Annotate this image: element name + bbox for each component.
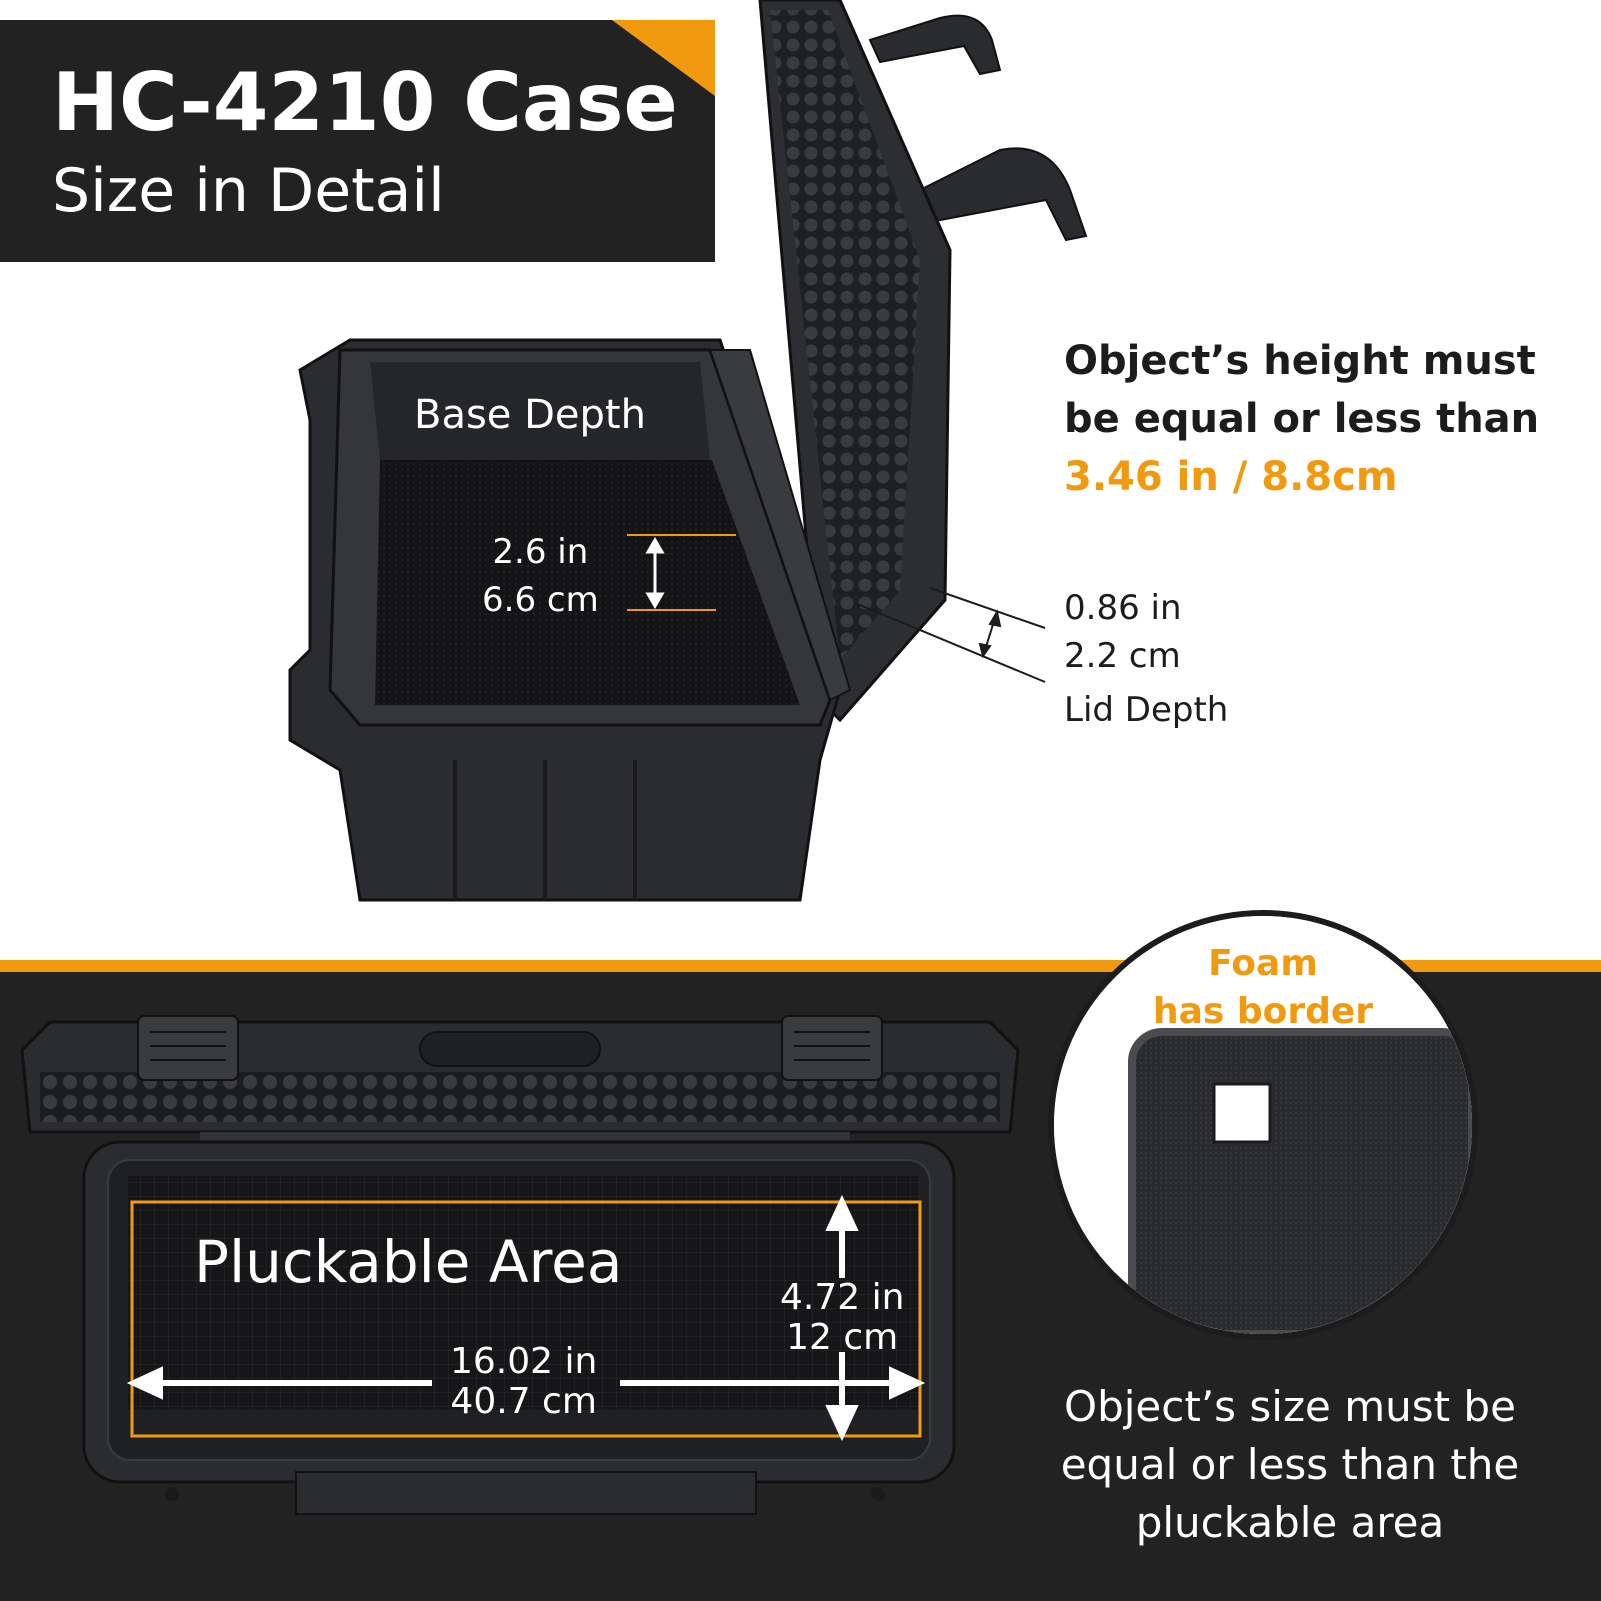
pluckable-height-value: 4.72 in 12 cm — [780, 1278, 904, 1358]
base-depth-cm: 6.6 cm — [482, 580, 599, 620]
pluckable-height-cm: 12 cm — [786, 1317, 899, 1358]
lid-handle-recess — [419, 1031, 601, 1067]
foam-block — [1132, 1032, 1472, 1334]
case-top-down-illustration — [20, 1015, 1020, 1515]
size-note-line2: equal or less than the — [1060, 1440, 1520, 1489]
base-depth-label: Base Depth — [414, 392, 646, 438]
pluck-height-arrow — [825, 1194, 859, 1442]
foam-border-zoom: Foam has border — [1048, 910, 1478, 1340]
pluckable-height-in: 4.72 in — [780, 1277, 905, 1318]
lid-depth-label: Lid Depth — [1064, 690, 1229, 730]
height-note-line2: be equal or less than — [1064, 396, 1540, 442]
height-note-line1: Object’s height must — [1064, 338, 1536, 384]
latch-left — [137, 1015, 239, 1081]
hinge — [708, 349, 852, 702]
base-front-tab — [295, 1471, 757, 1515]
lid-latch-upper — [868, 14, 1002, 76]
base-ribs — [453, 760, 637, 900]
latch-right — [781, 1015, 883, 1081]
lid-latch-lower — [918, 147, 1088, 242]
page-subtitle: Size in Detail — [52, 156, 445, 226]
pluckable-width-in: 16.02 in — [450, 1341, 598, 1382]
base-interior-wall — [370, 362, 710, 460]
case-open-illustration — [288, 0, 1088, 902]
foam-cell-cutout — [1212, 1082, 1272, 1144]
foam-border-label: Foam has border — [1054, 940, 1472, 1036]
title-panel — [0, 20, 715, 262]
foam-label-line1: Foam — [1208, 943, 1318, 984]
base-foam — [375, 460, 800, 705]
height-note-value: 3.46 in / 8.8cm — [1064, 454, 1398, 500]
size-note: Object’s size must be equal or less than… — [1020, 1378, 1560, 1552]
pluckable-width-value: 16.02 in 40.7 cm — [450, 1342, 597, 1422]
lid-depth-value: 0.86 in 2.2 cm — [1064, 584, 1182, 680]
lid-depth-in: 0.86 in — [1064, 588, 1182, 628]
size-note-line1: Object’s size must be — [1064, 1382, 1516, 1431]
lid-foam — [770, 10, 920, 660]
base-depth-arrow — [645, 537, 665, 609]
base-depth-in: 2.6 in — [492, 532, 589, 572]
base-screw-right — [871, 1487, 885, 1501]
title-corner-accent — [612, 20, 715, 96]
pluck-foam — [128, 1176, 918, 1410]
foam-border-closeup — [1054, 916, 1472, 1334]
foam-label-line2: has border — [1152, 991, 1374, 1032]
lid-depth-cm: 2.2 cm — [1064, 636, 1181, 676]
pluck-width-arrow — [126, 1366, 926, 1400]
base-depth-value: 2.6 in 6.6 cm — [482, 528, 599, 624]
size-note-line3: pluckable area — [1135, 1498, 1445, 1547]
pluckable-area-outline — [130, 1200, 922, 1438]
height-note: Object’s height must be equal or less th… — [1064, 332, 1539, 506]
base-screw-left — [165, 1487, 179, 1501]
hinge-strip — [200, 1132, 850, 1142]
pluckable-width-cm: 40.7 cm — [450, 1381, 597, 1422]
page-title: HC-4210 Case — [52, 56, 678, 149]
pluckable-area-title: Pluckable Area — [194, 1228, 623, 1296]
lid-depth-leaders — [854, 587, 1046, 683]
foam-border-edge — [1128, 1028, 1472, 1334]
